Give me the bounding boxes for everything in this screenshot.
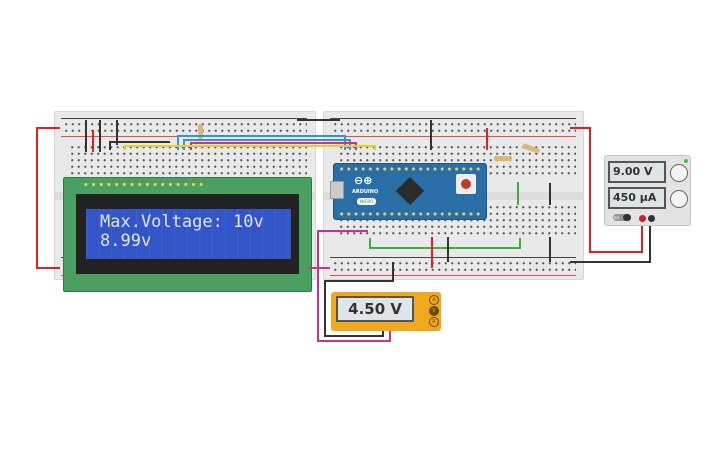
terminal-holes [69,144,307,178]
usb-connector [330,181,344,199]
wire-black[interactable] [109,141,170,150]
lcd-module[interactable]: Max.Voltage: 10v 8.99v [63,177,312,292]
header-pins-top [338,166,482,172]
power-switch-knob [623,214,631,221]
reset-button[interactable] [456,174,476,194]
potentiometer-resistor[interactable] [198,124,203,140]
voltage-knob[interactable] [670,164,688,182]
rail-negative [61,118,307,119]
wire-red[interactable] [570,127,643,253]
current-display: 450 µA [608,187,666,209]
arduino-model: MICRO [357,198,377,205]
current-knob[interactable] [670,190,688,208]
rail-positive [330,275,576,276]
multimeter-display: 4.50 V [336,296,414,322]
wire-yellow[interactable] [124,145,376,150]
lcd-line-1: Max.Voltage: 10v [100,212,264,232]
positive-terminal[interactable] [639,215,646,222]
power-rail-holes [332,121,576,134]
resistor[interactable] [494,156,512,161]
wire-green[interactable] [369,238,521,249]
lcd-line-2: 8.99v [100,231,152,251]
rail-positive [330,136,576,137]
lcd-screen: Max.Voltage: 10v 8.99v [86,209,291,259]
wire-red[interactable] [36,127,60,269]
voltage-display: 9.00 V [608,161,666,183]
lcd-bezel: Max.Voltage: 10v 8.99v [76,194,299,274]
header-pins-bottom [338,211,482,217]
mode-ammeter-button[interactable]: A [429,295,439,305]
power-indicator [684,159,688,163]
wire-black[interactable] [570,226,651,263]
rail-negative [330,118,576,119]
mode-ohmmeter-button[interactable]: R [429,317,439,327]
rail-negative [330,257,576,258]
negative-terminal[interactable] [648,215,655,222]
arduino-logo-icon: ⊖⊕ [354,174,373,187]
wire-magenta[interactable] [317,230,391,342]
power-switch-label: on [614,215,619,220]
reset-button-cap [461,179,471,189]
arduino-brand: ARDUINO [352,189,379,195]
power-rail-holes [63,121,307,134]
wire-black[interactable] [324,262,394,337]
power-switch[interactable]: on [613,214,631,221]
multimeter[interactable]: 4.50 V A V R [331,292,441,331]
power-supply[interactable]: 9.00 V 450 µA on [604,155,691,226]
lcd-pins [82,181,206,189]
arduino-micro[interactable]: ⊖⊕ ARDUINO MICRO [330,163,487,220]
mode-voltmeter-button[interactable]: V [429,306,439,316]
